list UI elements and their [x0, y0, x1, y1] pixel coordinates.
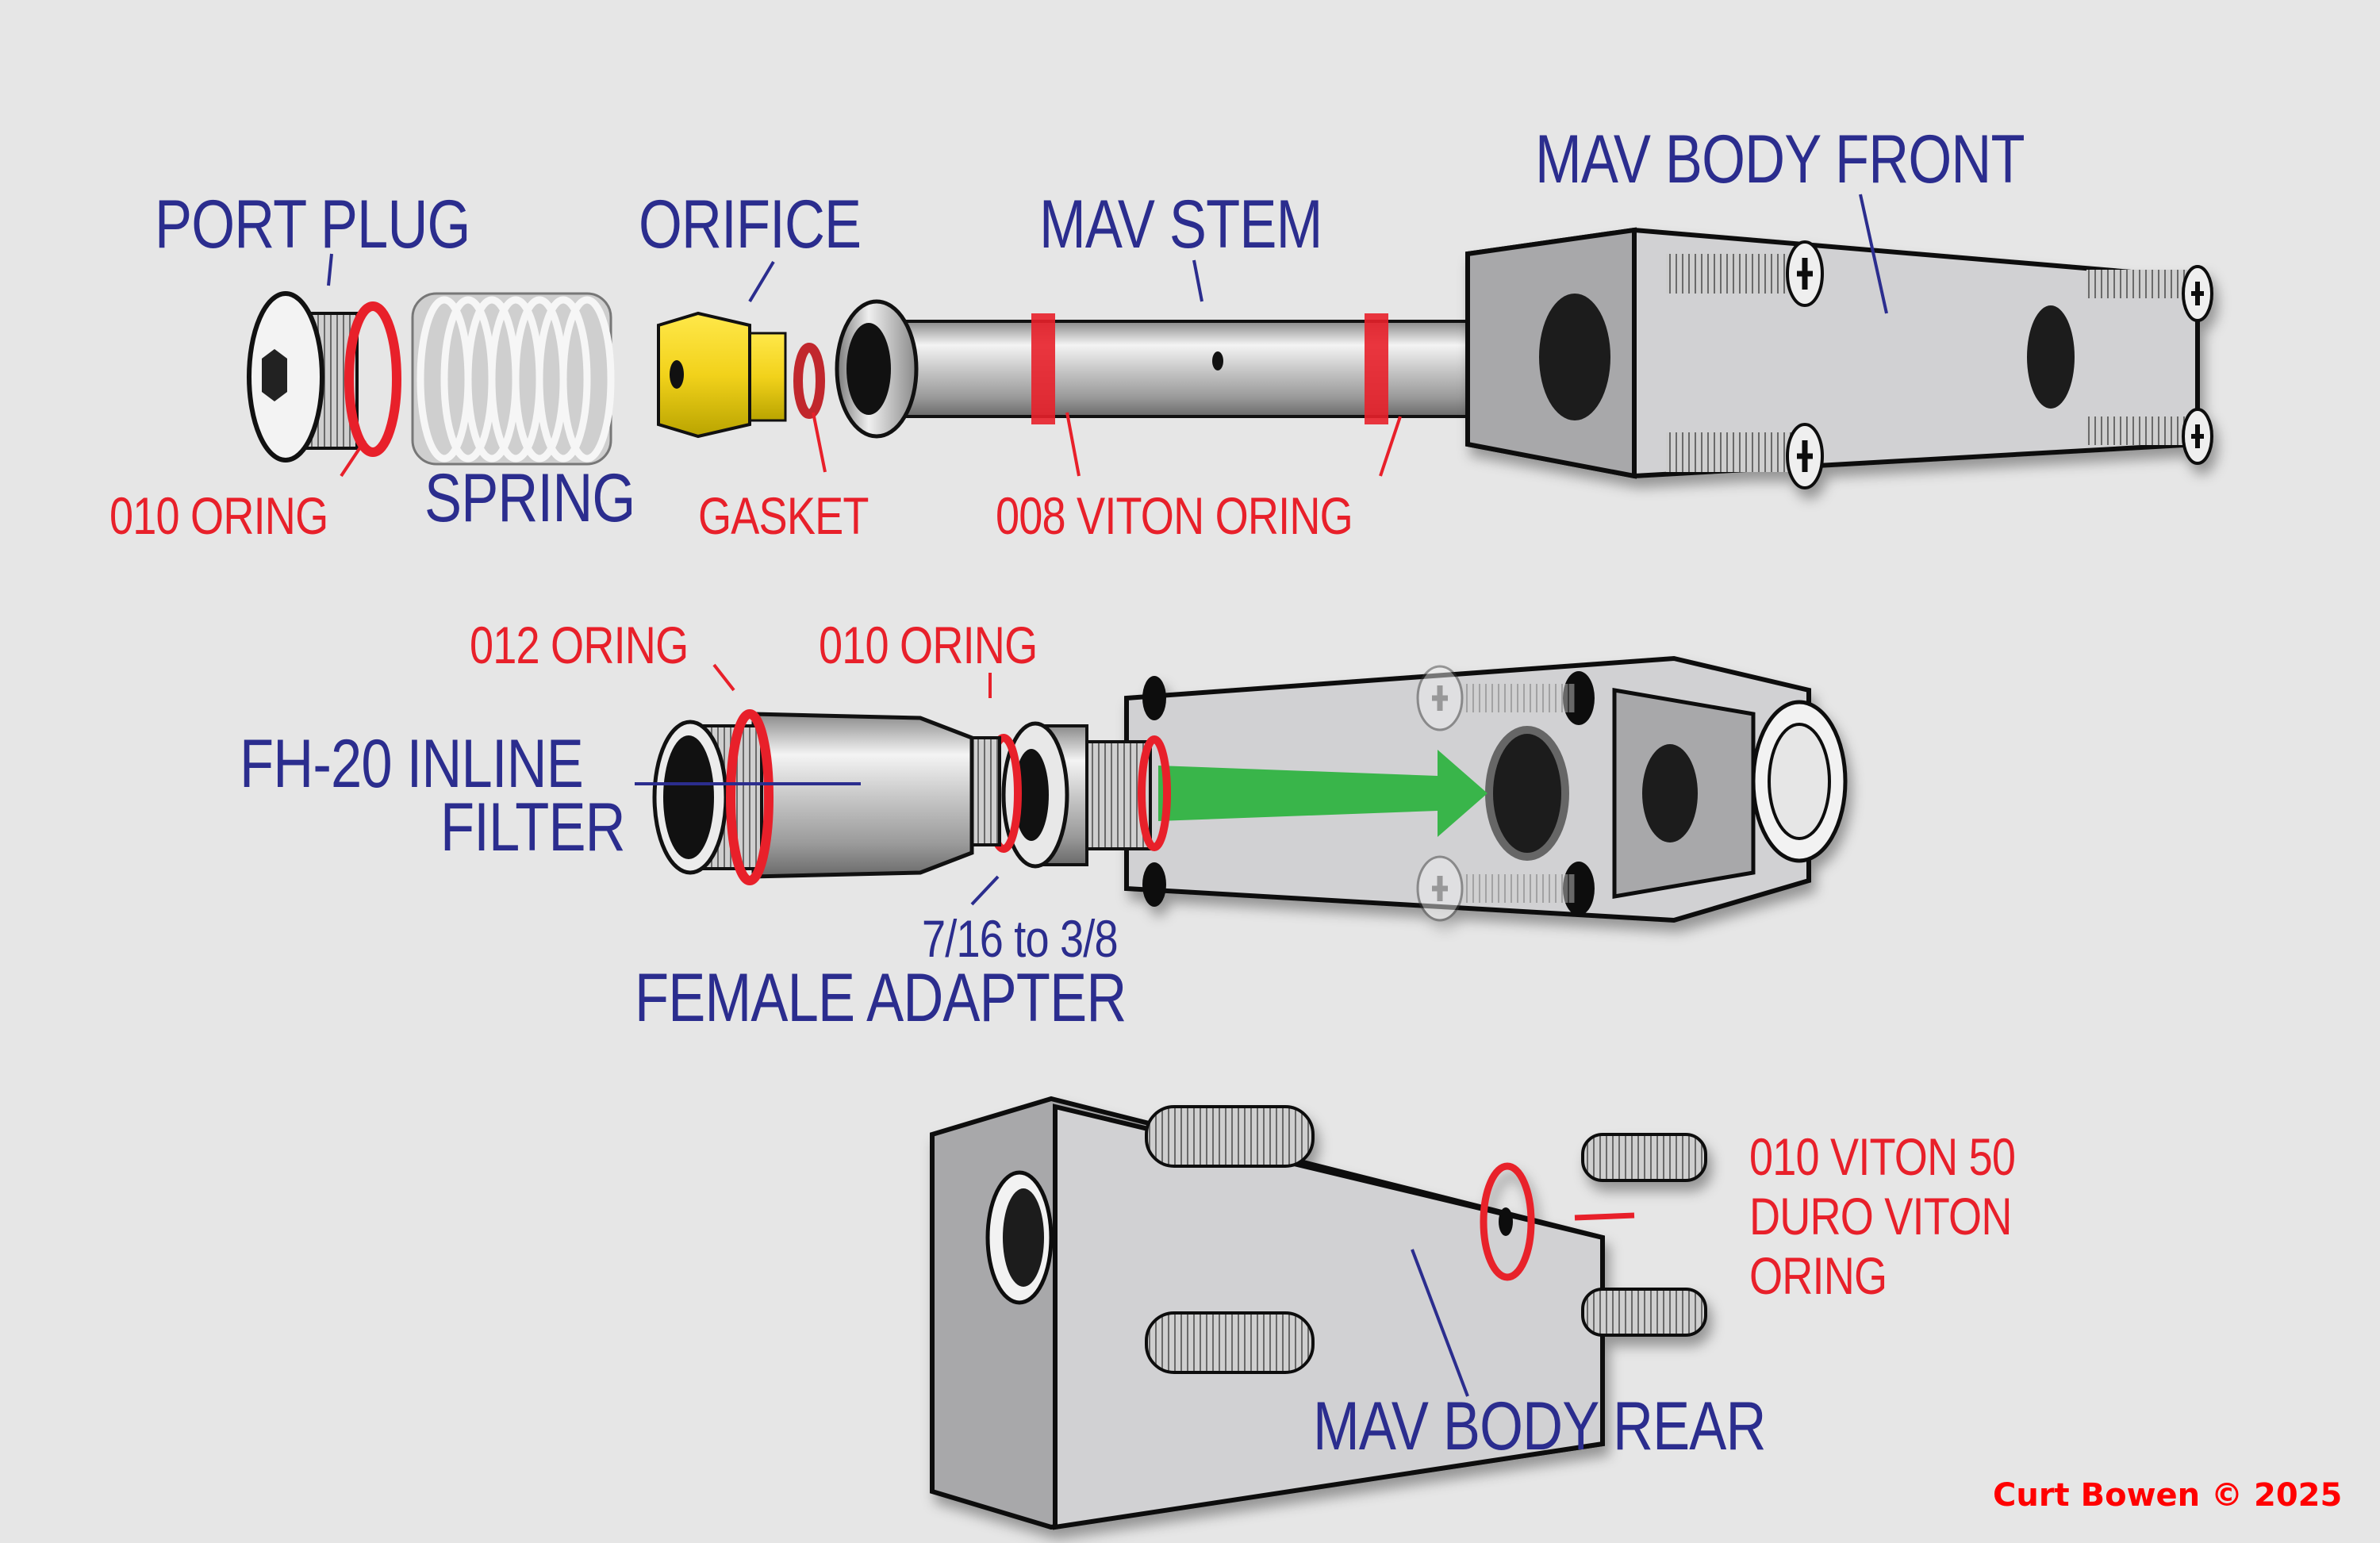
orifice	[657, 311, 787, 439]
mav-body-front	[1465, 227, 2213, 489]
seal-leader-lines	[340, 412, 1635, 1221]
label-port-plug: PORT PLUG	[155, 186, 470, 263]
part-leader-lines	[327, 194, 1888, 1397]
label-viton50-line3: ORING	[1749, 1246, 1887, 1305]
flow-arrow-icon	[1158, 750, 1488, 837]
phillips-screw-icon	[1786, 240, 2213, 489]
spring	[411, 292, 615, 466]
label-orifice: ORIFICE	[639, 186, 862, 263]
label-012-oring: 012 ORING	[470, 616, 689, 674]
adapter-oring-right	[1138, 735, 1171, 851]
label-filter-line2: FILTER	[440, 789, 626, 866]
label-spring: SPRING	[424, 460, 635, 536]
viton50-oring	[1480, 1162, 1535, 1281]
label-010-oring-top: 010 ORING	[109, 486, 328, 545]
port-plug-oring	[344, 301, 401, 457]
label-gasket: GASKET	[698, 486, 869, 545]
copyright-credit: Curt Bowen © 2025	[1993, 1477, 2343, 1514]
mav-body-rear	[930, 1096, 1707, 1530]
female-adapter	[1001, 721, 1152, 869]
filter-oring	[726, 709, 774, 885]
label-female-adapter: FEMALE ADAPTER	[635, 960, 1127, 1036]
label-filter-line1: FH-20 INLINE	[240, 726, 584, 802]
label-mav-body-front: MAV BODY FRONT	[1535, 121, 2025, 198]
mav-stem	[835, 299, 1517, 439]
inline-filter	[652, 712, 1001, 879]
phillips-screw-icon	[1416, 665, 1575, 922]
label-mav-stem: MAV STEM	[1039, 186, 1322, 263]
port-plug	[247, 291, 359, 463]
gasket	[793, 343, 825, 419]
label-adapter-size: 7/16 to 3/8	[922, 909, 1119, 968]
label-010-oring-mid: 010 ORING	[819, 616, 1038, 674]
label-mav-body-rear: MAV BODY REAR	[1313, 1388, 1766, 1464]
label-viton50-line1: 010 VITON 50	[1749, 1127, 2016, 1186]
label-viton50-line2: DURO VITON	[1749, 1187, 2012, 1246]
label-008-viton-oring: 008 VITON ORING	[996, 486, 1353, 545]
circlip-icon	[1751, 700, 1848, 863]
hex-socket-icon	[262, 349, 287, 401]
